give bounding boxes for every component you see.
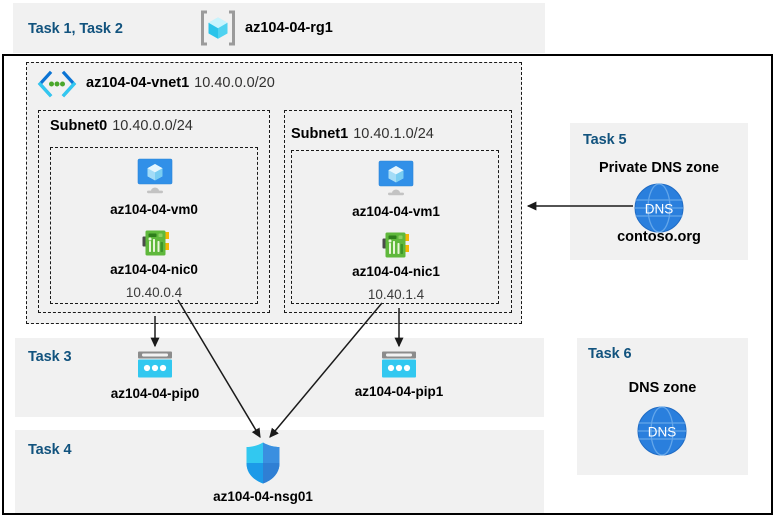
subnet1-name: Subnet1 [291, 126, 349, 142]
pip1-label: az104-04-pip1 [354, 384, 444, 399]
task4-band [15, 430, 544, 513]
task1-task2-band [13, 3, 545, 53]
task3-band [15, 338, 544, 417]
task5-zone-name: contoso.org [617, 229, 701, 245]
pip0-label: az104-04-pip0 [110, 386, 200, 401]
task1-task2-label: Task 1, Task 2 [28, 21, 123, 37]
virtual-machine-icon [377, 160, 415, 196]
task3-label: Task 3 [28, 349, 72, 365]
vm1-label: az104-04-vm1 [352, 204, 440, 219]
nic1-label: az104-04-nic1 [352, 264, 440, 279]
public-ip-address-icon [380, 350, 418, 380]
resource-group-icon [199, 9, 237, 47]
resource-group-name: az104-04-rg1 [245, 20, 333, 36]
network-security-group-icon [244, 441, 282, 485]
nic1-ip: 10.40.1.4 [367, 287, 425, 302]
vnet-name: az104-04-vnet1 [86, 75, 190, 91]
dns-zone-icon: DNS [636, 405, 688, 457]
vm0-label: az104-04-vm0 [110, 202, 198, 217]
public-ip-address-icon [136, 350, 174, 380]
virtual-network-icon [36, 70, 78, 98]
dns-zone-icon: DNS [633, 182, 685, 234]
svg-text:DNS: DNS [648, 425, 677, 440]
task6-label: Task 6 [588, 346, 632, 362]
svg-text:DNS: DNS [645, 202, 674, 217]
nic0-ip: 10.40.0.4 [125, 285, 183, 300]
network-interface-icon [141, 228, 171, 258]
subnet0-name: Subnet0 [50, 118, 108, 134]
task4-label: Task 4 [28, 442, 72, 458]
subnet1-cidr: 10.40.1.0/24 [353, 126, 434, 142]
nic0-label: az104-04-nic0 [110, 262, 198, 277]
task5-heading: Private DNS zone [598, 160, 720, 176]
nsg-label: az104-04-nsg01 [213, 489, 313, 504]
subnet0-cidr: 10.40.0.0/24 [112, 118, 193, 134]
virtual-machine-icon [136, 158, 174, 194]
task6-heading: DNS zone [628, 380, 697, 396]
network-interface-icon [381, 230, 411, 260]
vnet-cidr: 10.40.0.0/20 [194, 75, 275, 91]
task5-label: Task 5 [583, 132, 627, 148]
